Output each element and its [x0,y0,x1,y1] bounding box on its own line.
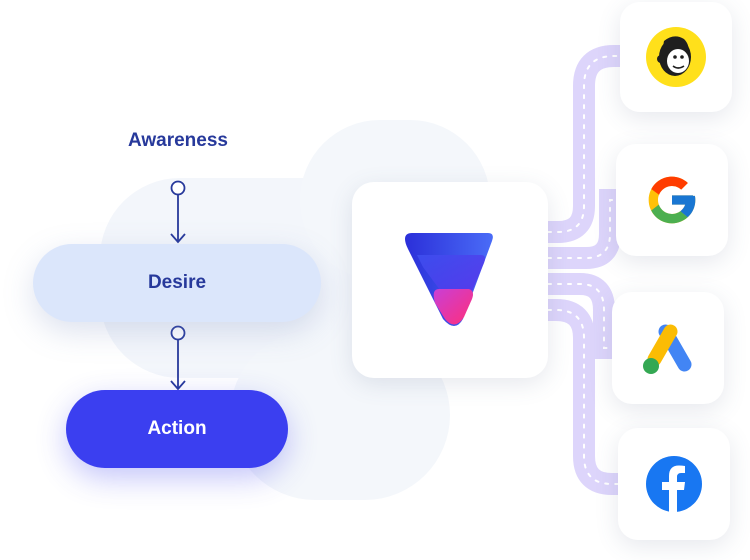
arrow-desire-to-action [170,325,186,391]
facebook-icon [646,456,702,512]
google-ads-icon [643,324,692,374]
integration-mailchimp-card[interactable] [620,2,732,112]
integration-google-ads-card[interactable] [612,292,724,404]
stage-action-label: Action [147,418,207,439]
arrow-awareness-to-desire [170,180,186,244]
hub-logo-card [352,182,548,378]
stage-desire: Desire [33,244,321,322]
stage-awareness-label: Awareness [128,130,228,151]
integration-google-card[interactable] [616,144,728,256]
google-icon [648,176,696,224]
stage-action: Action [66,390,288,468]
stage-desire-label: Desire [147,272,207,293]
mailchimp-icon [646,27,706,87]
integration-facebook-card[interactable] [618,428,730,540]
brand-logo-icon [405,233,493,326]
